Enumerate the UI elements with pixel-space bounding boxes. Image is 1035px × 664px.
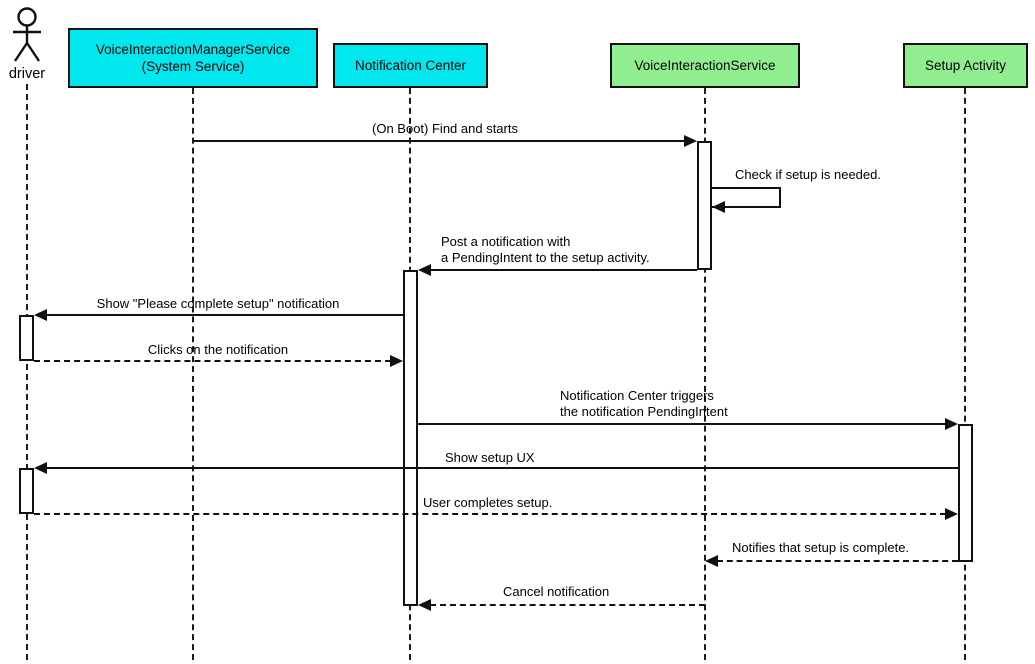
arrowhead-right-icon <box>945 418 958 430</box>
message-label-line2: a PendingIntent to the setup activity. <box>441 250 650 265</box>
activation-driver-1 <box>19 315 34 361</box>
message-label-line1: Notification Center triggers <box>560 388 714 403</box>
activation-notification-center <box>403 270 418 606</box>
arrowhead-right-icon <box>684 135 697 147</box>
message-label-line1: Post a notification with <box>441 234 571 249</box>
arrowhead-right-icon <box>390 355 403 367</box>
participant-label: Notification Center <box>354 58 467 73</box>
message-label-check-setup: Check if setup is needed. <box>735 167 881 182</box>
lifeline-driver <box>26 84 28 660</box>
message-line-clicks-notification <box>34 360 391 362</box>
message-line-triggers-pendingintent <box>418 423 946 425</box>
message-line-cancel-notification <box>430 604 705 606</box>
arrowhead-left-icon <box>34 309 47 321</box>
participant-notification-center: Notification Center <box>333 43 488 88</box>
participant-label: VoiceInteractionService <box>634 58 776 73</box>
arrowhead-left-icon <box>705 555 718 567</box>
message-line-check-setup-self-loop <box>712 187 781 208</box>
message-line-user-completes-setup <box>34 513 946 515</box>
lifeline-voice-interaction-manager-service <box>192 88 194 660</box>
participant-label: VoiceInteractionManagerService (System S… <box>96 41 290 75</box>
message-label-cancel-notification: Cancel notification <box>503 584 610 599</box>
participant-label-line1: VoiceInteractionManagerService <box>95 42 291 57</box>
participant-setup-activity: Setup Activity <box>903 43 1028 88</box>
message-line-show-please-complete-setup <box>46 314 403 316</box>
message-line-notifies-setup-complete <box>717 560 958 562</box>
actor-driver-icon <box>13 7 41 62</box>
activation-voice-interaction-service <box>697 141 712 270</box>
message-label-show-please-complete-setup: Show "Please complete setup" notificatio… <box>96 296 340 311</box>
participant-label-line2: (System Service) <box>141 59 245 74</box>
message-label-clicks-notification: Clicks on the notification <box>147 342 289 357</box>
message-label-notifies-setup-complete: Notifies that setup is complete. <box>732 540 910 555</box>
arrowhead-right-icon <box>945 508 958 520</box>
participant-voice-interaction-manager-service: VoiceInteractionManagerService (System S… <box>68 28 318 88</box>
message-line-post-notification <box>430 269 697 271</box>
participant-voice-interaction-service: VoiceInteractionService <box>610 43 800 88</box>
message-label-user-completes-setup: User completes setup. <box>423 495 553 510</box>
message-label-line2: the notification PendingIntent <box>560 404 728 419</box>
message-label-post-notification: Post a notification with a PendingIntent… <box>441 234 650 266</box>
lifeline-voice-interaction-service <box>704 88 706 660</box>
message-label-find-and-starts: (On Boot) Find and starts <box>372 121 518 136</box>
message-line-show-setup-ux <box>46 467 958 469</box>
actor-driver-label: driver <box>8 66 46 82</box>
arrowhead-left-icon <box>34 462 47 474</box>
arrowhead-left-icon <box>418 264 431 276</box>
activation-setup-activity <box>958 424 973 562</box>
message-label-show-setup-ux: Show setup UX <box>445 450 535 465</box>
participant-label: Setup Activity <box>924 58 1007 73</box>
message-line-find-and-starts <box>193 140 685 142</box>
lifeline-setup-activity <box>964 88 966 660</box>
message-label-triggers-pendingintent: Notification Center triggers the notific… <box>560 388 728 420</box>
arrowhead-left-icon <box>418 599 431 611</box>
activation-driver-2 <box>19 468 34 514</box>
arrowhead-left-icon <box>712 201 725 213</box>
